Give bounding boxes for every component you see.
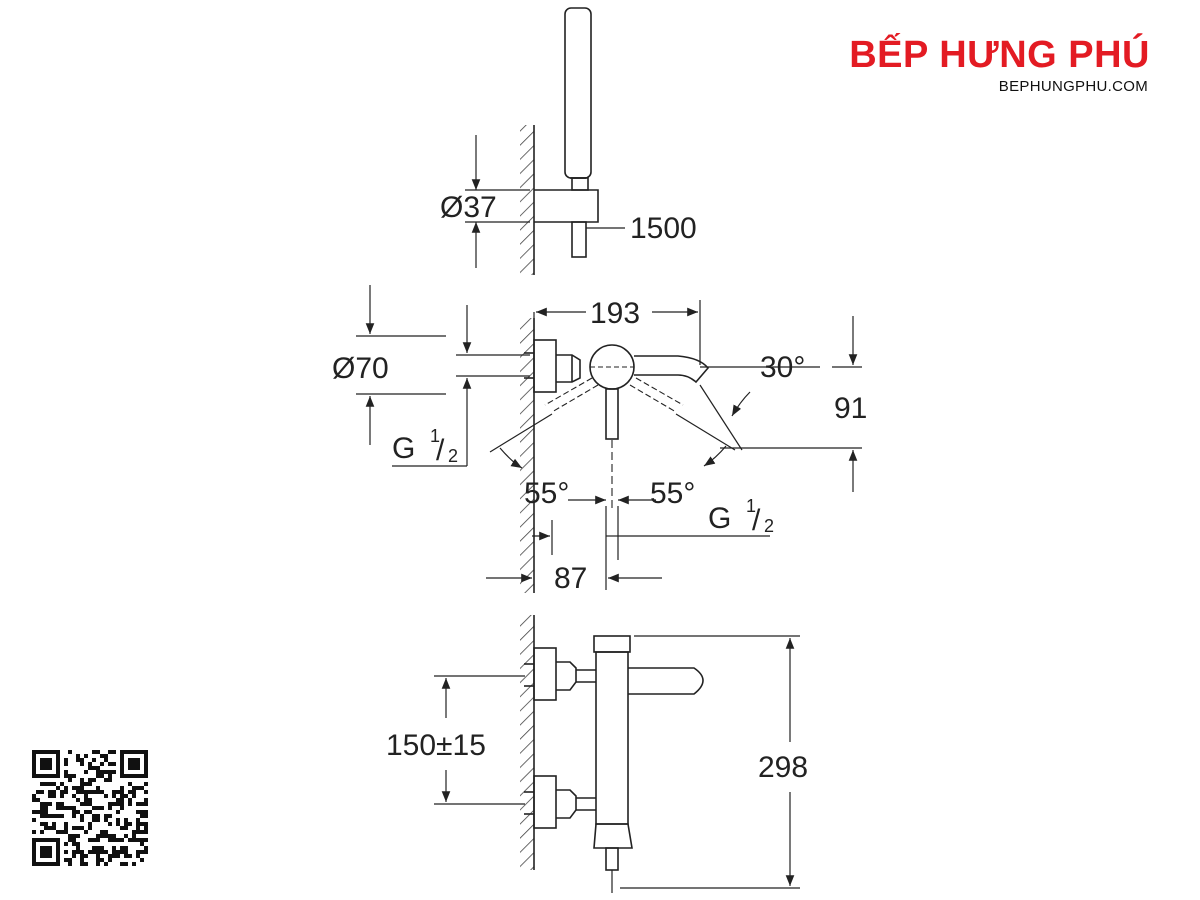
label-thread-right-den: 2	[764, 516, 774, 536]
label-hose-length: 1500	[630, 212, 697, 245]
lever-plan	[605, 388, 619, 440]
label-thread-right-num: 1	[746, 496, 756, 516]
plan-view	[356, 285, 862, 593]
label-thread-left: G	[392, 432, 415, 465]
mixer-body	[595, 651, 629, 825]
wall-hatch-bottom	[520, 615, 534, 870]
hose-outlet	[571, 221, 587, 258]
shower-holder	[534, 189, 599, 223]
label-swivel-left: 55°	[524, 477, 569, 510]
label-hand-shower-diameter: Ø37	[440, 191, 497, 224]
label-spout-projection: 193	[590, 297, 640, 330]
label-thread-right-slash: /	[752, 504, 761, 537]
label-thread-left-num: 1	[430, 426, 440, 446]
label-overall-height: 298	[758, 751, 808, 784]
label-spout-height: 91	[834, 392, 867, 425]
hand-shower-head	[564, 7, 592, 179]
label-spout-angle: 30°	[760, 351, 805, 384]
rosette	[533, 339, 557, 393]
brand-title: BẾP HƯNG PHÚ	[849, 34, 1150, 76]
label-swivel-right: 55°	[650, 477, 695, 510]
mixer-body-plan	[589, 344, 635, 390]
qr-code-icon	[32, 750, 148, 866]
label-wall-to-center: 87	[554, 562, 587, 595]
label-inlet-spacing: 150±15	[386, 729, 486, 762]
label-thread-left-slash: /	[436, 434, 445, 467]
wall-hatch-top	[520, 125, 534, 275]
rosette-upper	[533, 647, 557, 701]
brand-url: BEPHUNGPHU.COM	[998, 78, 1148, 95]
lever-front	[628, 667, 704, 695]
label-body-diameter: Ø70	[332, 352, 389, 385]
rosette-lower	[533, 775, 557, 829]
label-thread-right: G	[708, 502, 731, 535]
front-view	[434, 615, 800, 893]
diverter	[593, 823, 633, 849]
hand-shower-view	[465, 7, 625, 275]
wall-hatch-mid	[520, 318, 534, 593]
spout	[634, 355, 710, 384]
label-thread-left-den: 2	[448, 446, 458, 466]
mixer-top-cap	[593, 635, 631, 653]
